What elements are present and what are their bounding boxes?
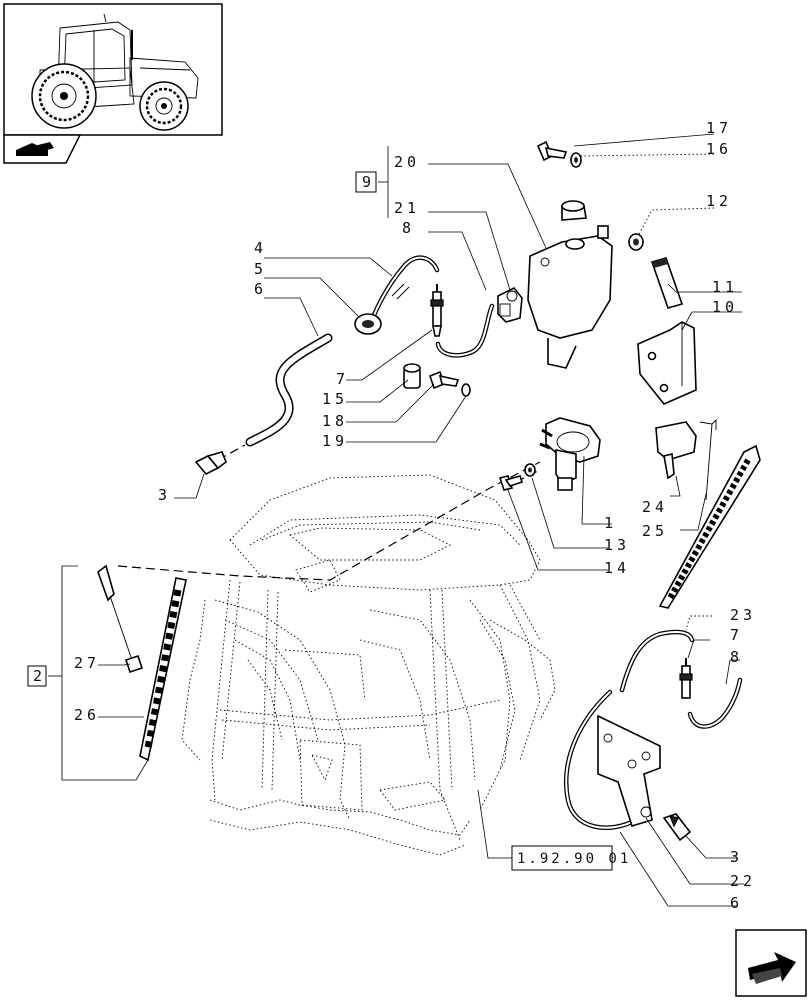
- pipe-8-lower[interactable]: [687, 677, 743, 729]
- hose-6-lower[interactable]: [564, 689, 639, 830]
- reference-box[interactable]: 1.92.90 01: [511, 845, 631, 871]
- callout-5[interactable]: 5: [254, 260, 267, 278]
- cap-20[interactable]: [561, 200, 587, 221]
- callout-12[interactable]: 12: [706, 192, 732, 210]
- callout-14[interactable]: 14: [604, 559, 630, 577]
- strap-11[interactable]: [650, 257, 684, 309]
- group-label-9: 9: [362, 173, 375, 191]
- callout-8-upper[interactable]: 8: [402, 219, 415, 237]
- washer-reservoir[interactable]: [527, 225, 613, 369]
- tractor-thumbnail[interactable]: [3, 3, 223, 136]
- callout-11[interactable]: 11: [712, 278, 738, 296]
- reference-label: 1.92.90 01: [517, 851, 631, 867]
- next-page-arrow-icon[interactable]: [735, 929, 807, 997]
- washer-19[interactable]: [461, 383, 471, 397]
- pipe-8-upper[interactable]: [435, 303, 495, 358]
- group-box-9[interactable]: 9: [355, 171, 377, 193]
- connector-3-lower[interactable]: [662, 813, 692, 842]
- bolt-17[interactable]: [536, 140, 568, 162]
- cab-frame: [181, 474, 556, 856]
- group-box-2[interactable]: 2: [27, 665, 47, 687]
- callout-21[interactable]: 21: [394, 199, 420, 217]
- callout-19[interactable]: 19: [322, 432, 348, 450]
- callout-6-upper[interactable]: 6: [254, 280, 267, 298]
- callout-26[interactable]: 26: [74, 706, 100, 724]
- callout-7-upper[interactable]: 7: [336, 370, 349, 388]
- callout-labels: 17 16 12 11 10 20 21 8 4 5 6 7 15 18 19 …: [74, 119, 756, 912]
- callout-6-lower[interactable]: 6: [730, 894, 743, 912]
- leader-lines: [48, 133, 744, 907]
- callout-23[interactable]: 23: [730, 606, 756, 624]
- pipe-23[interactable]: [619, 629, 695, 693]
- callout-8-lower[interactable]: 8: [730, 648, 743, 666]
- nozzle-7-lower[interactable]: [679, 658, 693, 699]
- callout-1[interactable]: 1: [604, 514, 617, 532]
- plug-12[interactable]: [628, 233, 644, 251]
- callout-24[interactable]: 24: [642, 498, 668, 516]
- washer-13[interactable]: [524, 463, 536, 477]
- pipe-4[interactable]: [369, 255, 440, 323]
- callout-18[interactable]: 18: [322, 412, 348, 430]
- screw-18[interactable]: [429, 370, 460, 390]
- callout-17[interactable]: 17: [706, 119, 732, 137]
- wiper-arm-27[interactable]: [97, 564, 144, 674]
- callout-16[interactable]: 16: [706, 140, 732, 158]
- group-label-2: 2: [33, 667, 46, 685]
- callout-22[interactable]: 22: [730, 872, 756, 890]
- washer-pump-1[interactable]: [539, 417, 601, 491]
- bush-15[interactable]: [403, 363, 421, 389]
- hose-6[interactable]: [245, 333, 333, 447]
- connection-dash: [117, 461, 541, 581]
- callout-25[interactable]: 25: [642, 522, 668, 540]
- bracket-22[interactable]: [597, 714, 661, 827]
- callout-10[interactable]: 10: [712, 298, 738, 316]
- washer-16[interactable]: [570, 152, 582, 168]
- wiper-blade-25[interactable]: [658, 444, 761, 609]
- grommet-5[interactable]: [354, 313, 382, 335]
- callout-20[interactable]: 20: [394, 153, 420, 171]
- callout-7-lower[interactable]: 7: [730, 626, 743, 644]
- wiper-motor-24[interactable]: [655, 418, 717, 501]
- bracket-10[interactable]: [637, 321, 697, 405]
- callout-15[interactable]: 15: [322, 390, 348, 408]
- callout-3-lower[interactable]: 3: [730, 848, 743, 866]
- connector-21[interactable]: [497, 286, 523, 323]
- wiper-blade-26[interactable]: [139, 577, 187, 762]
- callout-4[interactable]: 4: [254, 239, 267, 257]
- callout-13[interactable]: 13: [604, 536, 630, 554]
- bolt-3-upper[interactable]: [194, 451, 227, 475]
- callout-27[interactable]: 27: [74, 654, 100, 672]
- callout-3-upper[interactable]: 3: [158, 486, 171, 504]
- nozzle-7-upper[interactable]: [430, 284, 444, 337]
- section-icon[interactable]: [3, 134, 82, 164]
- screw-14[interactable]: [498, 475, 524, 491]
